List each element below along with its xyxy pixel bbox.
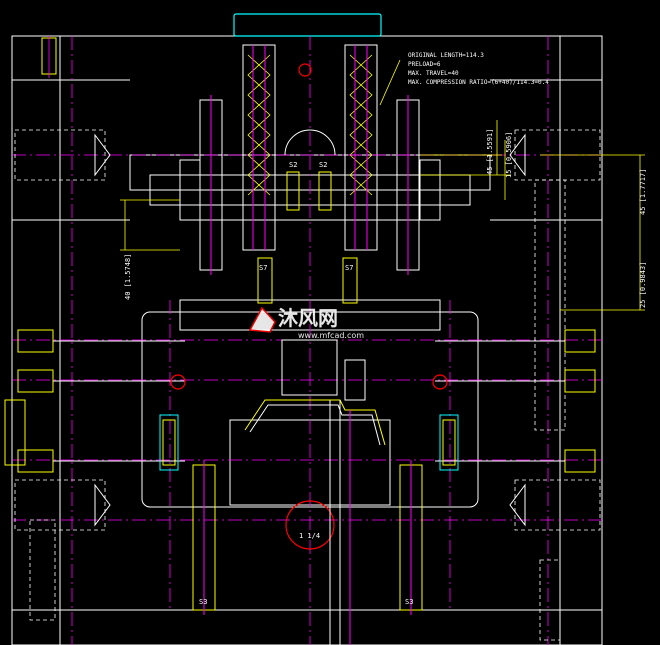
- spring-right: [344, 44, 378, 251]
- red-circles: [170, 63, 448, 550]
- note-line-1: ORIGINAL LENGTH=114.3: [408, 52, 484, 59]
- s2-parts: [257, 171, 358, 304]
- part-profile: [244, 339, 386, 645]
- side-pins-dashed: [14, 129, 601, 641]
- dim-45-top: 45 [1.5591]: [486, 129, 494, 175]
- left-bolts: [4, 329, 185, 473]
- dim-25: 25 [0.9843]: [639, 262, 647, 308]
- lower-rods: [192, 460, 423, 615]
- note-line-3: MAX. TRAVEL=40: [408, 70, 459, 77]
- note-line-2: PRELOAD=6: [408, 61, 441, 68]
- watermark-brand: 沐风网: [278, 306, 338, 330]
- right-bolts: [435, 329, 596, 473]
- tag-s2-left: S2: [289, 161, 297, 169]
- dim-45-right: 45 [1.7717]: [639, 169, 647, 215]
- note-line-4: MAX. COMPRESSION RATIO=(6+40)/114.3=0.4: [408, 79, 549, 86]
- mid-circle: [284, 129, 336, 156]
- tag-s7-left: S7: [259, 264, 267, 272]
- watermark-url: www.mfcad.com: [298, 331, 364, 340]
- watermark: 沐风网 www.mfcad.com: [248, 306, 364, 340]
- watermark-logo-icon: [248, 306, 276, 333]
- tag-s2-right: S2: [319, 161, 327, 169]
- top-tab: [233, 13, 382, 37]
- notes-block: ORIGINAL LENGTH=114.3 PRELOAD=6 MAX. TRA…: [408, 52, 549, 86]
- ejector-pins: [159, 414, 459, 471]
- tag-s3-right: S3: [405, 598, 413, 606]
- dimension-lines: [120, 59, 645, 311]
- tag-s3-left: S3: [199, 598, 207, 606]
- tag-s7-right: S7: [345, 264, 353, 272]
- tag-1-1-4: 1 1/4: [299, 532, 320, 540]
- dim-40: 40 [1.5748]: [124, 254, 132, 300]
- guide-pins-top: [179, 95, 441, 275]
- side-pin-tips: [94, 133, 526, 527]
- spring-left: [242, 44, 276, 251]
- dim-15: 15 [0.5906]: [505, 132, 513, 178]
